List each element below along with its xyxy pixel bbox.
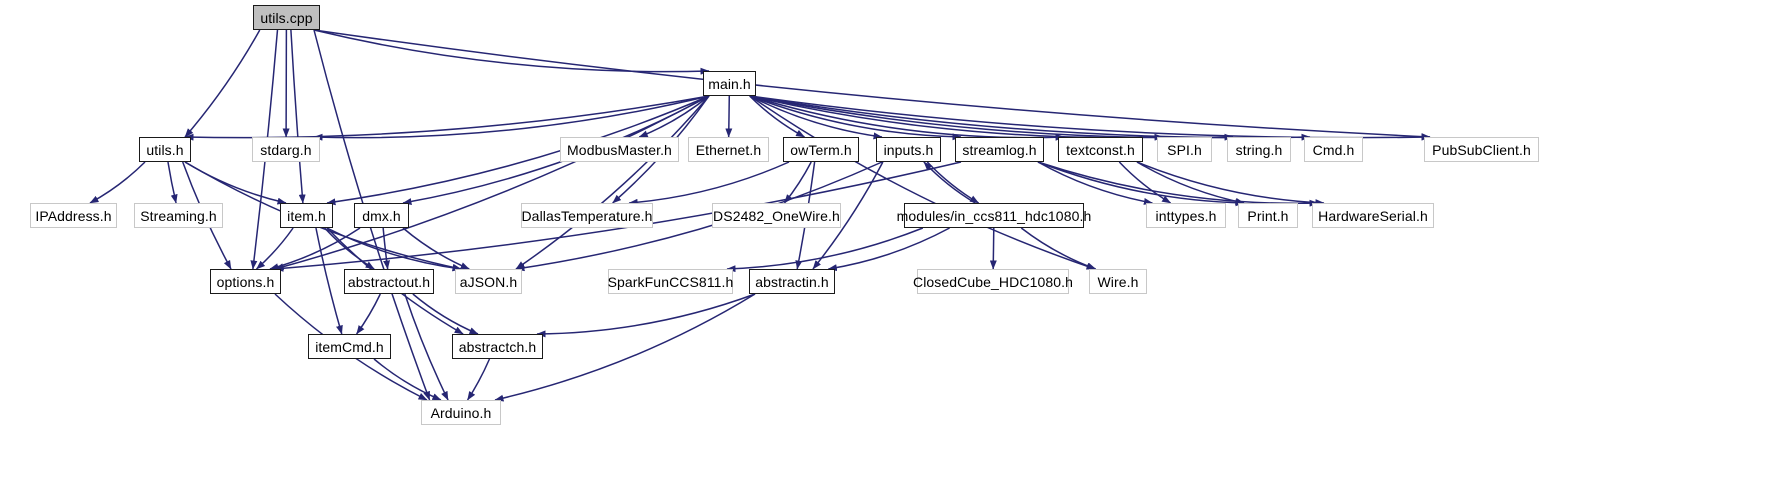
edge-abstractin-h-to-arduino-h xyxy=(494,293,756,402)
edge-textconst-h-to-inttypes-h xyxy=(1118,161,1172,204)
graph-node-abstractin-h[interactable]: abstractin.h xyxy=(749,269,835,294)
graph-node-ccs811-h[interactable]: modules/in_ccs811_hdc1080.h xyxy=(897,203,1091,228)
graph-node-sparkfun-h[interactable]: SparkFunCCS811.h xyxy=(608,269,733,294)
edge-main-h-to-ethernet-h xyxy=(725,95,733,138)
graph-node-stdarg-h[interactable]: stdarg.h xyxy=(252,137,320,162)
edge-main-h-to-options-h xyxy=(274,95,710,271)
edge-main-h-to-ajson-h xyxy=(515,95,710,270)
edge-item-h-to-abstractout-h xyxy=(324,227,375,270)
graph-node-modbus-h[interactable]: ModbusMaster.h xyxy=(560,137,679,162)
edge-item-h-to-ajson-h xyxy=(326,227,462,272)
edge-ccs811-h-to-wire-h xyxy=(1020,227,1097,270)
edge-main-h-to-modbus-h xyxy=(638,95,710,138)
graph-node-cmd-h[interactable]: Cmd.h xyxy=(1304,137,1363,162)
graph-node-dallas-h[interactable]: DallasTemperature.h xyxy=(521,203,653,228)
graph-node-ipaddress-h[interactable]: IPAddress.h xyxy=(30,203,117,228)
graph-node-inttypes-h[interactable]: inttypes.h xyxy=(1146,203,1226,228)
edge-item-h-to-itemcmd-h xyxy=(315,227,343,335)
edge-ccs811-h-to-abstractin-h xyxy=(827,227,950,272)
graph-node-inputs-h[interactable]: inputs.h xyxy=(876,137,941,162)
edge-utils-cpp-to-utils-h xyxy=(184,29,261,138)
edge-streamlog-h-to-options-h xyxy=(274,161,962,272)
edge-utils-h-to-item-h xyxy=(184,161,287,205)
edge-abstractout-h-to-arduino-h xyxy=(404,293,449,401)
graph-node-textconst-h[interactable]: textconst.h xyxy=(1058,137,1143,162)
edge-owterm-h-to-dallas-h xyxy=(628,161,790,206)
edge-ccs811-h-to-sparkfun-h xyxy=(726,227,924,273)
graph-node-ds2482-h[interactable]: DS2482_OneWire.h xyxy=(712,203,841,228)
graph-node-string-h[interactable]: string.h xyxy=(1227,137,1291,162)
graph-node-pubsub-h[interactable]: PubSubClient.h xyxy=(1424,137,1539,162)
graph-node-abstractch-h[interactable]: abstractch.h xyxy=(452,334,543,359)
edge-abstractin-h-to-abstractch-h xyxy=(536,293,756,338)
edge-dmx-h-to-ajson-h xyxy=(402,227,470,270)
graph-node-main-h[interactable]: main.h xyxy=(703,71,756,96)
graph-node-spi-h[interactable]: SPI.h xyxy=(1157,137,1212,162)
graph-node-hwserial-h[interactable]: HardwareSerial.h xyxy=(1312,203,1434,228)
graph-node-owterm-h[interactable]: owTerm.h xyxy=(783,137,859,162)
edge-main-h-to-item-h xyxy=(326,95,710,206)
edge-utils-cpp-to-main-h xyxy=(313,29,710,75)
edge-textconst-h-to-print-h xyxy=(1136,161,1245,205)
edge-utils-cpp-to-pubsub-h xyxy=(313,29,1431,141)
edge-main-h-to-streamlog-h xyxy=(749,95,962,141)
graph-node-wire-h[interactable]: Wire.h xyxy=(1089,269,1147,294)
edge-dmx-h-to-abstractout-h xyxy=(382,227,391,270)
graph-node-print-h[interactable]: Print.h xyxy=(1238,203,1298,228)
edge-textconst-h-to-hwserial-h xyxy=(1136,161,1325,207)
edge-utils-h-to-streaming-h xyxy=(167,161,178,204)
graph-node-arduino-h[interactable]: Arduino.h xyxy=(421,400,501,425)
edge-main-h-to-owterm-h xyxy=(749,95,805,138)
graph-node-itemcmd-h[interactable]: itemCmd.h xyxy=(308,334,391,359)
edge-inputs-h-to-ajson-h xyxy=(515,161,883,272)
edge-abstractch-h-to-arduino-h xyxy=(466,358,491,401)
edge-utils-h-to-ipaddress-h xyxy=(89,161,146,204)
graph-node-streamlog-h[interactable]: streamlog.h xyxy=(955,137,1044,162)
edge-dmx-h-to-options-h xyxy=(269,227,361,271)
graph-node-dmx-h[interactable]: dmx.h xyxy=(354,203,409,228)
edge-abstractout-h-to-abstractch-h xyxy=(412,293,479,335)
graph-node-utils-h[interactable]: utils.h xyxy=(139,137,191,162)
edge-main-h-to-inputs-h xyxy=(749,95,883,140)
graph-node-ethernet-h[interactable]: Ethernet.h xyxy=(688,137,769,162)
graph-node-abstractout-h[interactable]: abstractout.h xyxy=(344,269,434,294)
edge-abstractout-h-to-itemcmd-h xyxy=(356,293,381,335)
edge-itemcmd-h-to-arduino-h xyxy=(373,358,442,401)
edge-ccs811-h-to-closedcube-h xyxy=(989,227,997,270)
edge-utils-cpp-to-item-h xyxy=(290,29,306,204)
edge-ccs811-h-to-inputs-h xyxy=(923,161,976,204)
graph-node-options-h[interactable]: options.h xyxy=(210,269,281,294)
edge-streamlog-h-to-inttypes-h xyxy=(1037,161,1153,205)
edge-main-h-to-string-h xyxy=(749,95,1234,141)
edge-main-h-to-stdarg-h xyxy=(313,95,710,141)
edge-streamlog-h-to-print-h xyxy=(1037,161,1245,207)
edge-main-h-to-wire-h xyxy=(749,95,1096,270)
graph-node-closedcube-h[interactable]: ClosedCube_HDC1080.h xyxy=(913,269,1073,294)
edge-main-h-to-utils-h xyxy=(184,95,710,141)
edge-item-h-to-options-h xyxy=(255,227,294,270)
graph-node-streaming-h[interactable]: Streaming.h xyxy=(134,203,223,228)
graph-node-ajson-h[interactable]: aJSON.h xyxy=(455,269,522,294)
graph-node-item-h[interactable]: item.h xyxy=(280,203,333,228)
graph-node-utils-cpp: utils.cpp xyxy=(253,5,320,30)
